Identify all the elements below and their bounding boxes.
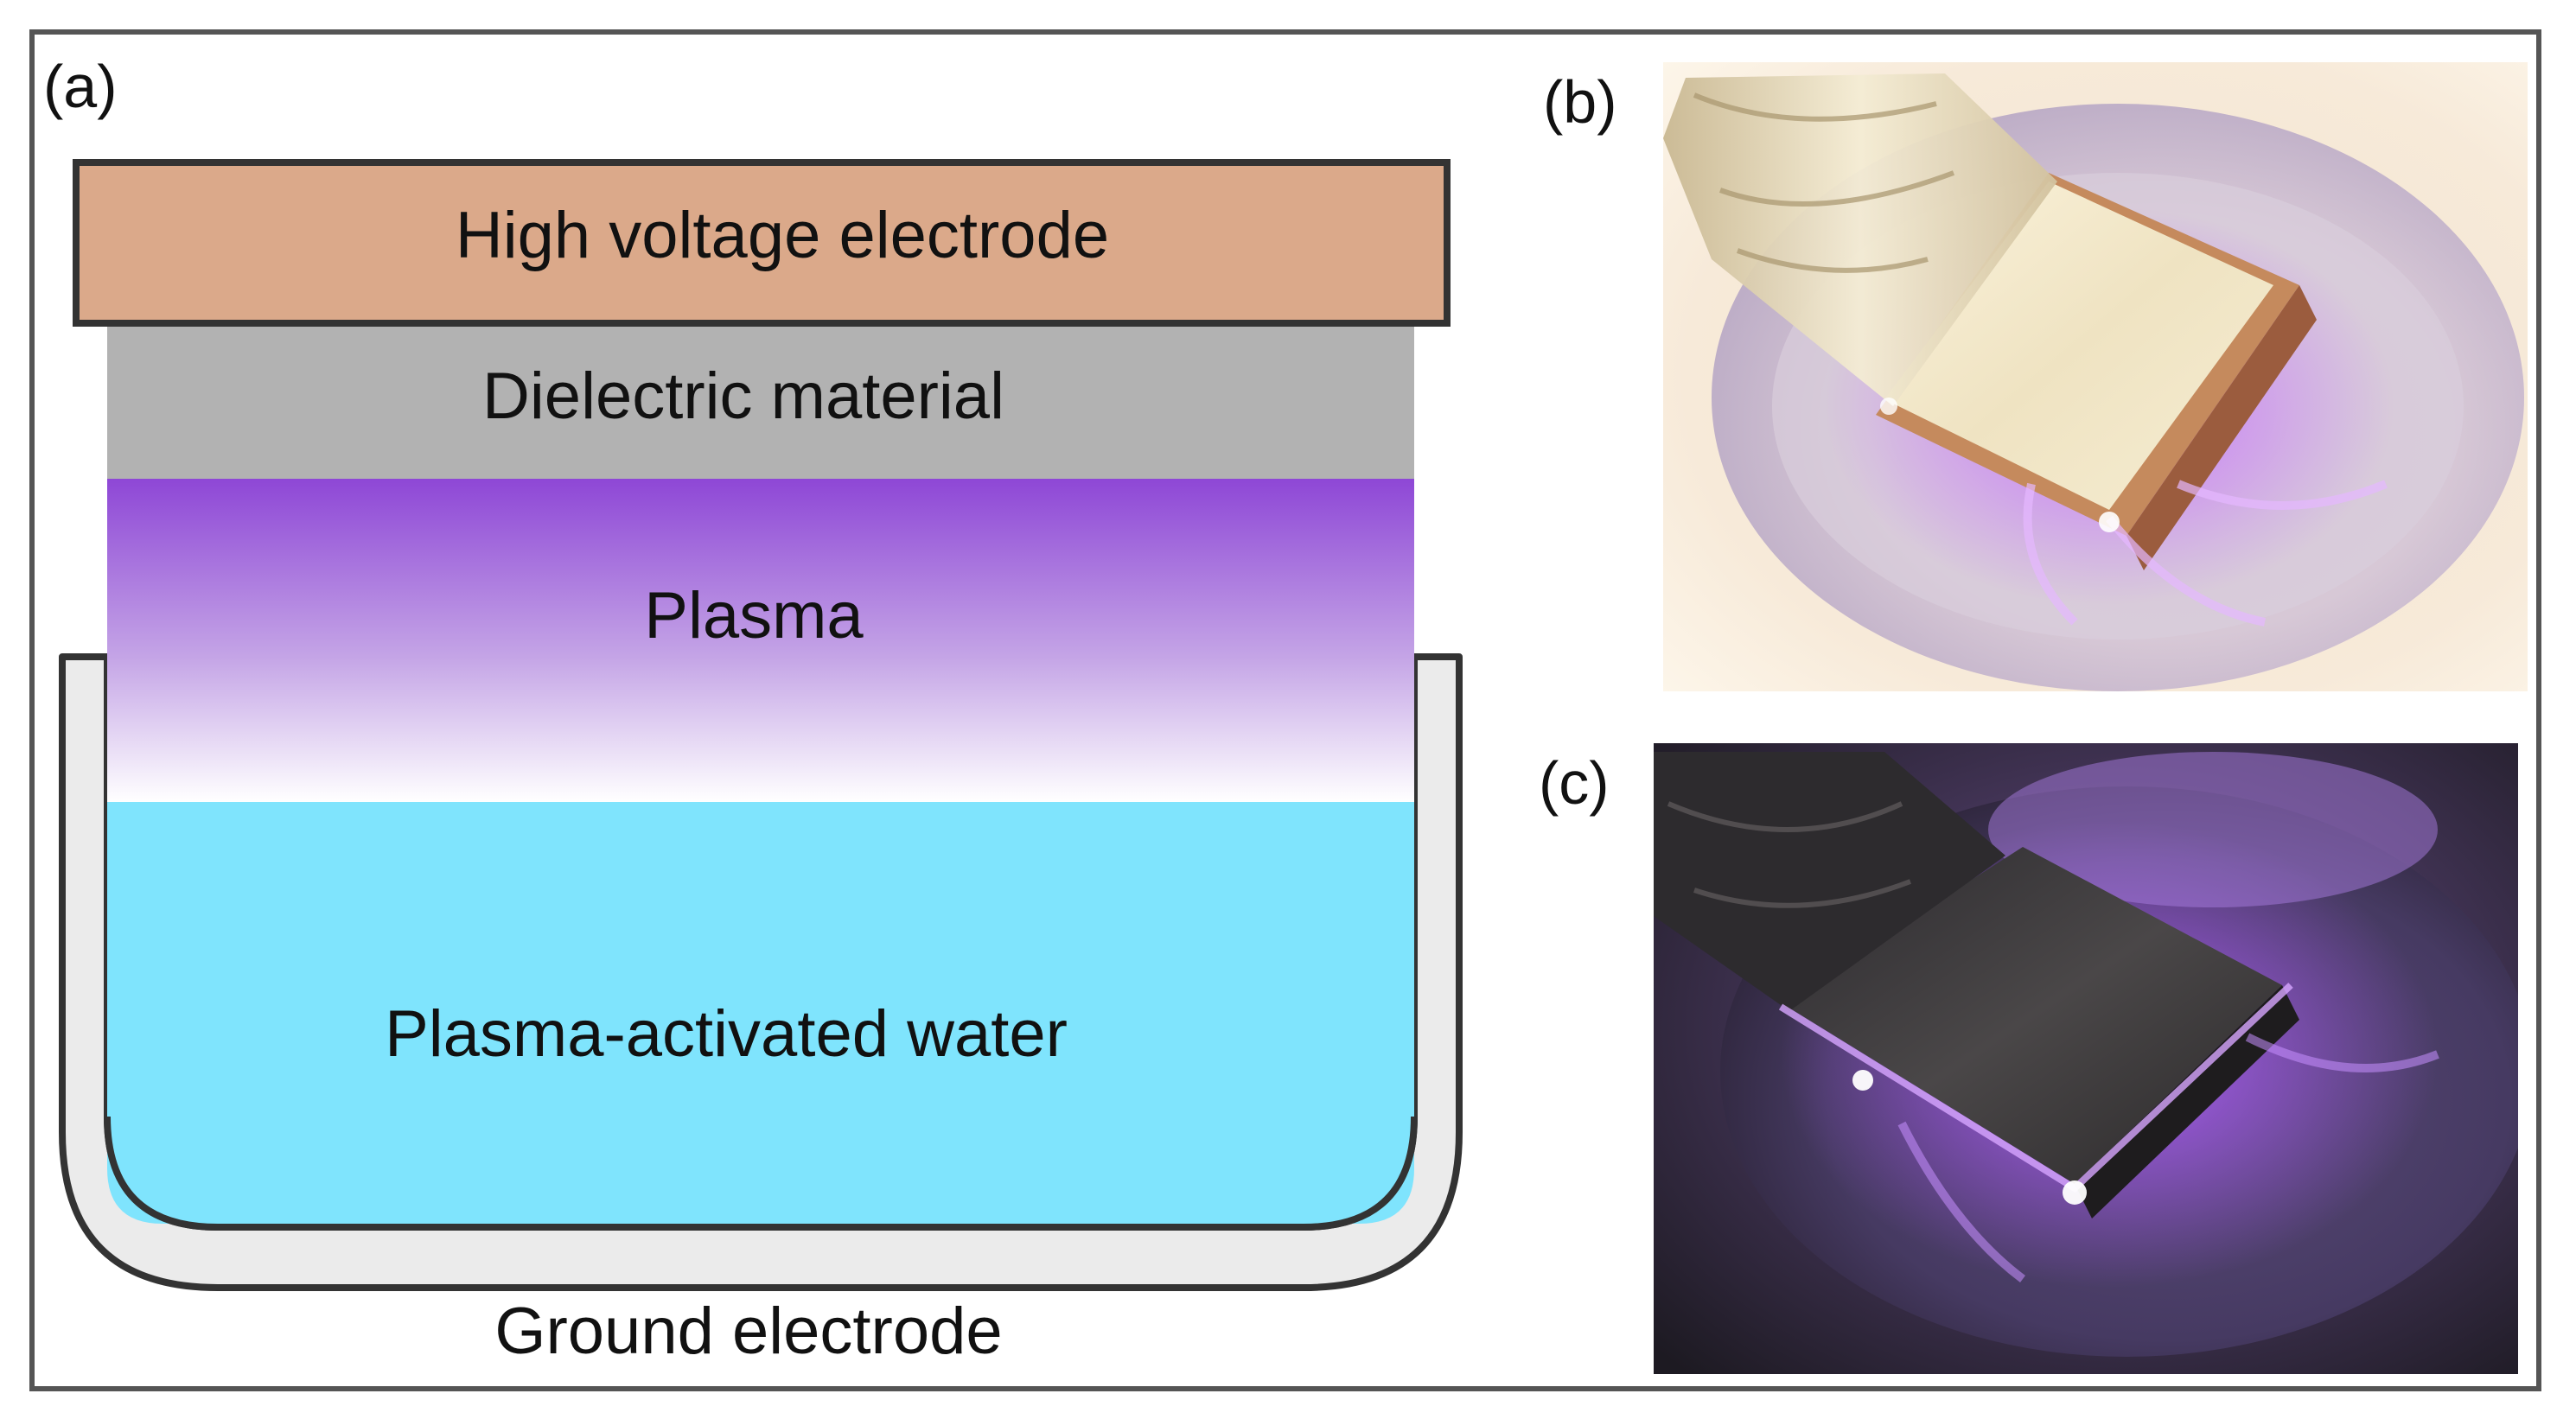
panel-c: (c): [1539, 743, 2518, 1374]
panel-b-label: (b): [1543, 68, 1617, 136]
panel-a: (a) High voltage electrode Dielectric ma…: [43, 53, 1463, 1368]
dielectric-material-label: Dielectric material: [482, 360, 1004, 433]
panel-c-label: (c): [1539, 749, 1610, 817]
panel-a-label: (a): [43, 53, 118, 120]
ground-electrode-label: Ground electrode: [494, 1295, 1002, 1368]
photo-c: [1654, 743, 2518, 1374]
high-voltage-electrode-shape: [73, 159, 1451, 327]
photo-c-electrode: [1781, 847, 2282, 1184]
water-bottom-outline: [104, 1116, 1418, 1231]
high-voltage-electrode-label: High voltage electrode: [456, 199, 1109, 272]
dielectric-material-shape: [107, 327, 1414, 479]
plasma-shape: [107, 479, 1414, 802]
photo-b: [1663, 62, 2528, 691]
plasma-activated-water-shape: [107, 802, 1414, 1224]
plasma-activated-water-label: Plasma-activated water: [385, 997, 1068, 1071]
photo-b-tape: [1663, 73, 2057, 406]
plasma-label: Plasma: [644, 579, 864, 652]
photo-c-tape: [1654, 752, 2005, 1011]
panel-b: (b): [1543, 62, 2528, 691]
